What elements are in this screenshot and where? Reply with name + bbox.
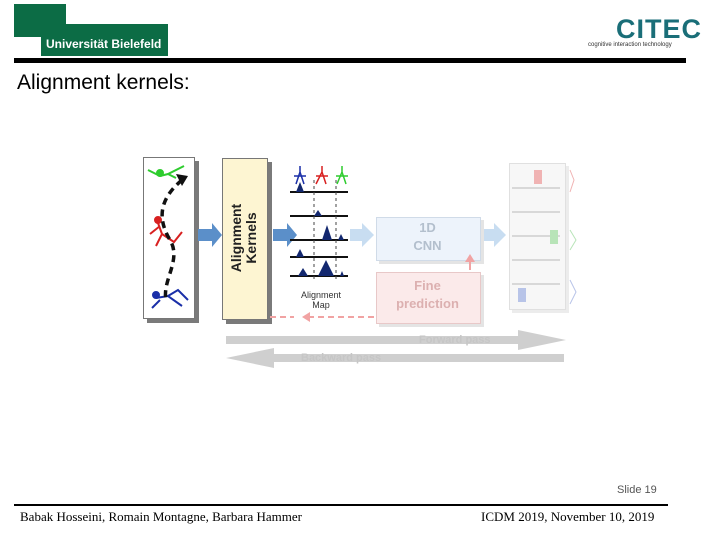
fine-up-arrowhead	[465, 254, 475, 262]
arrow-to-output-icon	[484, 223, 506, 247]
skeleton-green-icon	[147, 165, 185, 179]
slide-title: Alignment kernels:	[17, 71, 190, 94]
arrow-to-cnn-icon	[350, 223, 374, 247]
alignment-kernels-diagram: Alignment Kernels 1D CNN Fine prediction	[138, 150, 588, 375]
slide-number: Slide 19	[617, 484, 657, 496]
fine-prediction-label: Fine prediction	[396, 278, 459, 311]
motion-path-arrow	[160, 178, 184, 301]
university-logo: Universität Bielefeld	[14, 4, 168, 56]
alignment-map-label: Alignment Map	[300, 290, 342, 310]
map-grid-lines	[290, 191, 348, 277]
citec-tagline: cognitive interaction technology	[588, 42, 672, 48]
forward-pass-arrow	[226, 330, 566, 350]
fine-to-map-arrowhead	[302, 312, 310, 322]
motion-path-arrowhead	[176, 174, 188, 186]
forward-pass-label: Forward pass	[419, 334, 491, 346]
map-skeleton-icons	[294, 166, 348, 185]
header-rule	[14, 58, 686, 63]
output-mark-blue	[518, 288, 526, 302]
cnn-box	[376, 217, 481, 261]
skeleton-blue-icon	[151, 288, 189, 309]
output-mark-green	[550, 230, 558, 244]
output-skeleton-icons	[569, 169, 577, 305]
arrow-to-kernels-icon	[198, 223, 222, 247]
citec-logo: CITEC cognitive interaction technology	[586, 14, 716, 52]
footer-authors: Babak Hosseini, Romain Montagne, Barbara…	[20, 509, 302, 524]
fine-prediction-box	[376, 272, 481, 324]
arrow-to-map-icon	[273, 223, 297, 247]
footer-venue: ICDM 2019, November 10, 2019	[481, 509, 655, 524]
alignment-map	[290, 166, 348, 282]
map-peaks	[296, 182, 344, 276]
footer-rule	[14, 504, 668, 506]
alignment-kernels-box	[222, 158, 268, 320]
backward-pass-arrow	[226, 348, 564, 368]
skeleton-red-icon	[149, 216, 183, 247]
university-logo-text: Universität Bielefeld	[46, 37, 162, 51]
output-mark-red	[534, 170, 542, 184]
backward-pass-label: Backward pass	[301, 352, 382, 364]
output-rows	[512, 187, 560, 285]
cnn-label: 1D CNN	[413, 220, 442, 253]
diagram-graphics	[147, 165, 577, 368]
map-divider-lines	[313, 180, 337, 282]
citec-logo-text: CITEC	[616, 14, 702, 44]
